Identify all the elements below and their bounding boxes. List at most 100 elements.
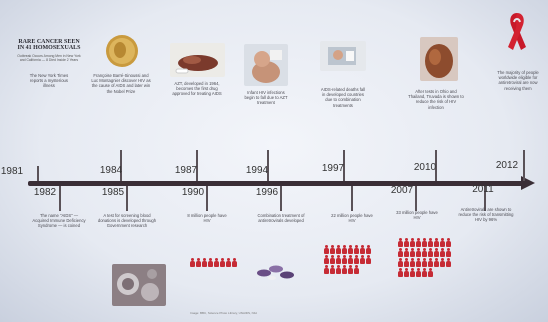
person-icon — [422, 268, 427, 277]
people-1990 — [190, 258, 246, 267]
tick-1997b — [351, 186, 353, 211]
person-icon — [398, 268, 403, 277]
person-icon — [342, 265, 347, 274]
person-icon — [360, 245, 365, 254]
person-icon — [226, 258, 231, 267]
people-2007 — [398, 238, 454, 277]
person-icon — [404, 248, 409, 257]
year-1987: 1987 — [174, 165, 198, 176]
person-icon — [404, 268, 409, 277]
person-icon — [422, 248, 427, 257]
year-2012: 2012 — [495, 160, 519, 171]
year-2010: 2010 — [413, 162, 437, 173]
headline-subtitle: Outbreak Occurs Among Men in New York an… — [17, 54, 81, 62]
event-1982-note: The name "AIDS" — Acquired Immune Defici… — [32, 213, 86, 229]
event-1994-note: Infant HIV infections begin to fall due … — [244, 90, 288, 106]
person-icon — [342, 255, 347, 264]
tick-1982 — [59, 186, 61, 211]
year-1982: 1982 — [33, 187, 57, 198]
person-icon — [366, 245, 371, 254]
person-icon — [190, 258, 195, 267]
person-icon — [410, 248, 415, 257]
person-icon — [410, 258, 415, 267]
tick-1990 — [206, 186, 208, 211]
event-1997-note: AIDS-related deaths fall in developed co… — [320, 87, 366, 108]
person-icon — [440, 238, 445, 247]
azt-pills-image — [170, 43, 225, 77]
tick-2012 — [523, 150, 525, 181]
person-icon — [342, 245, 347, 254]
person-icon — [220, 258, 225, 267]
timeline-axis — [28, 181, 524, 186]
event-1987-note: AZT, developed in 1964, becomes the firs… — [172, 81, 222, 97]
tick-2011 — [484, 186, 486, 211]
person-icon — [208, 258, 213, 267]
year-1985: 1985 — [101, 187, 125, 198]
red-ribbon-icon — [504, 10, 530, 54]
person-icon — [324, 265, 329, 274]
event-1981-note: The New York Times reports a mysterious … — [29, 73, 69, 89]
person-icon — [440, 248, 445, 257]
person-icon — [336, 245, 341, 254]
person-icon — [428, 248, 433, 257]
year-1984: 1984 — [99, 165, 123, 176]
person-icon — [324, 245, 329, 254]
person-icon — [398, 248, 403, 257]
lab-image — [320, 41, 366, 71]
person-icon — [404, 238, 409, 247]
event-1990-note: 8 million people have HIV — [187, 213, 227, 224]
combination-pills-image — [254, 257, 300, 283]
tick-2007 — [415, 186, 417, 211]
event-1985-note: A test for screening blood donations is … — [97, 213, 157, 229]
person-icon — [446, 248, 451, 257]
infant-image — [244, 44, 288, 86]
year-2007: 2007 — [390, 185, 414, 196]
year-1981: 1981 — [0, 166, 24, 177]
event-1997b-note: 22 million people have HIV — [331, 213, 373, 224]
event-1984-note: Françoise Barré-Sinoussi and Luc Montagn… — [91, 73, 151, 94]
person-icon — [202, 258, 207, 267]
person-icon — [422, 238, 427, 247]
person-icon — [324, 255, 329, 264]
person-icon — [428, 268, 433, 277]
tick-1994 — [267, 150, 269, 181]
person-icon — [434, 258, 439, 267]
year-1990: 1990 — [181, 187, 205, 198]
person-icon — [330, 265, 335, 274]
person-icon — [354, 265, 359, 274]
person-icon — [196, 258, 201, 267]
person-icon — [360, 255, 365, 264]
person-icon — [416, 258, 421, 267]
person-icon — [348, 255, 353, 264]
event-2012-note: The majority of people worldwide eligibl… — [497, 70, 539, 91]
tick-1981 — [37, 166, 39, 181]
event-2011-note: Antiretrovirals are shown to reduce the … — [458, 207, 514, 223]
tick-1997 — [343, 150, 345, 181]
person-icon — [398, 258, 403, 267]
person-icon — [434, 248, 439, 257]
tick-1984 — [120, 150, 122, 181]
newspaper-headline: RARE CANCER SEEN IN 41 HOMOSEXUALS — [12, 39, 86, 52]
person-icon — [446, 238, 451, 247]
person-icon — [336, 255, 341, 264]
person-icon — [404, 258, 409, 267]
person-icon — [410, 238, 415, 247]
person-icon — [398, 238, 403, 247]
tick-1987 — [196, 150, 198, 181]
person-icon — [416, 238, 421, 247]
year-1994: 1994 — [245, 165, 269, 176]
person-icon — [446, 258, 451, 267]
headline-line-1: RARE CANCER SEEN — [18, 39, 80, 45]
image-source-credit: Image: BBC, Science Photo Library, UNAID… — [190, 311, 257, 315]
person-icon — [440, 258, 445, 267]
year-1996: 1996 — [255, 187, 279, 198]
person-icon — [416, 248, 421, 257]
tick-1996 — [280, 186, 282, 211]
person-icon — [434, 238, 439, 247]
person-icon — [330, 245, 335, 254]
event-1996-note: Combination treatment of antiretrovirals… — [257, 213, 305, 224]
truvada-image — [420, 37, 458, 81]
person-icon — [366, 255, 371, 264]
person-icon — [354, 245, 359, 254]
